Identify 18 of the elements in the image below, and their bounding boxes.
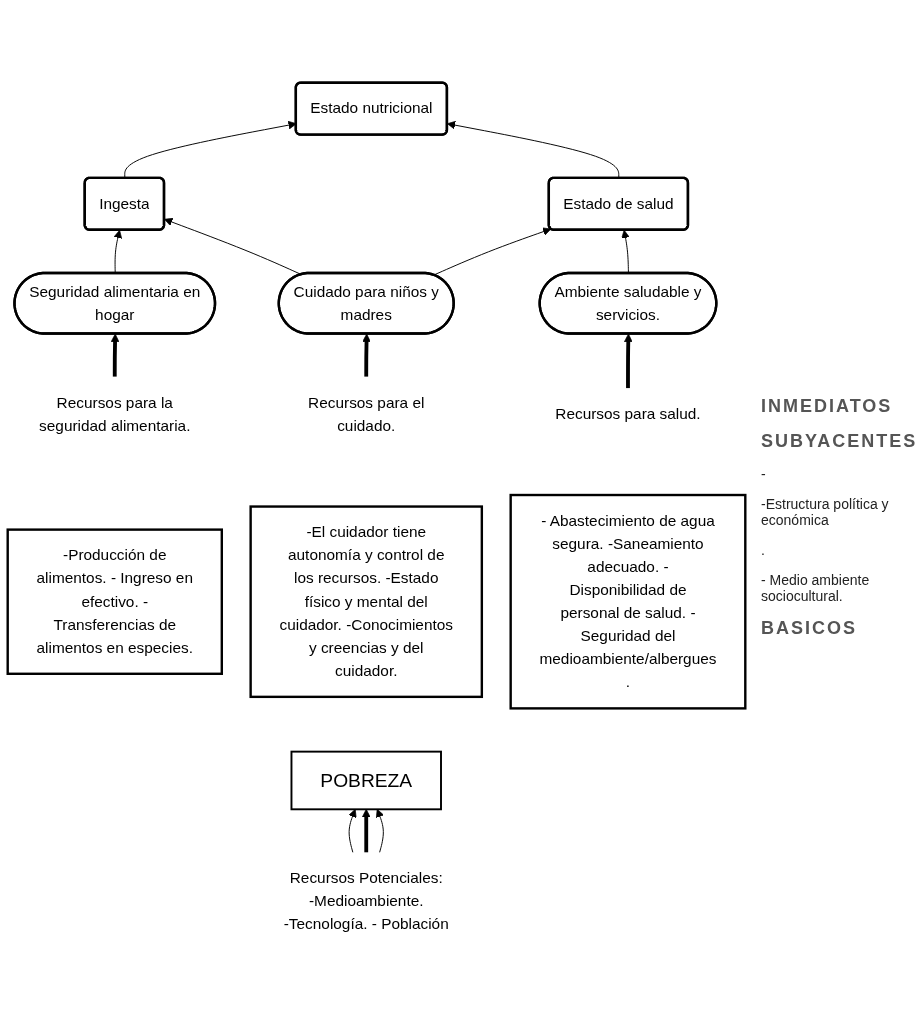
note-text: - Medio ambiente sociocultural. <box>761 571 871 604</box>
node-box: - Abastecimiento de agua segura. -Saneamiento adecuado. - Disponibilidad de personal de salud. - Seguridad del medioambiente/albergues . <box>509 494 747 710</box>
tier-label: BASICOS <box>761 617 858 639</box>
tier-label: INMEDIATOS <box>761 395 894 417</box>
arrow <box>362 809 371 853</box>
node-box: -El cuidador tiene autonomía y control de los recursos. -Estado físico y mental del cuidador. -Conocimientos y creencias y del cuidador. <box>249 505 484 699</box>
note-text: - <box>761 465 767 482</box>
note-text: -Estructura política y económica <box>761 495 890 528</box>
arrow <box>624 334 633 389</box>
node-box: -Producción de alimentos. - Ingreso en efectivo. - Transferencias de alimentos en especies. <box>6 528 223 676</box>
arrow <box>362 334 371 378</box>
arrow <box>110 334 120 378</box>
node-box: POBREZA <box>290 751 442 811</box>
node-text: Recursos para salud. <box>555 405 701 423</box>
node-text: Recursos Potenciales: -Medioambiente. -Tecnología. - Población <box>283 870 449 933</box>
node-text: Recursos para la seguridad alimentaria. <box>39 394 191 434</box>
node-text: Recursos para el cuidado. <box>308 394 425 434</box>
note-text: . <box>761 541 766 558</box>
